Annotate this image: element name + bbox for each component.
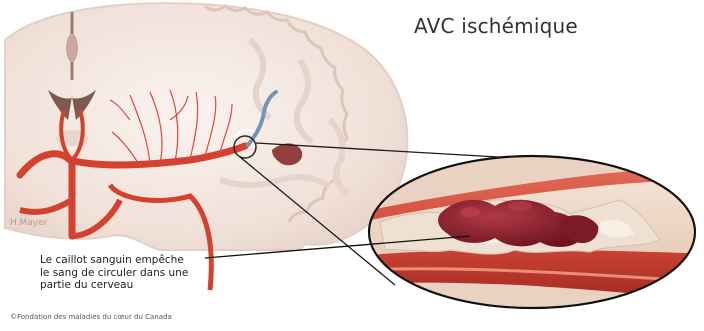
zoom-inset (360, 156, 704, 308)
caption-line-1: Le caillot sanguin empêche (40, 254, 310, 267)
page-title: AVC ischémique (414, 14, 578, 38)
brain-section (5, 3, 407, 290)
brain-outline (5, 3, 407, 250)
artist-signature: H.Mayer (10, 218, 47, 228)
copyright-notice: ©Fondation des maladies du cœur du Canad… (10, 313, 172, 321)
caption-line-3: partie du cerveau (40, 279, 310, 292)
caption-line-2: le sang de circuler dans une (40, 267, 310, 280)
caption: Le caillot sanguin empêche le sang de ci… (40, 254, 310, 292)
